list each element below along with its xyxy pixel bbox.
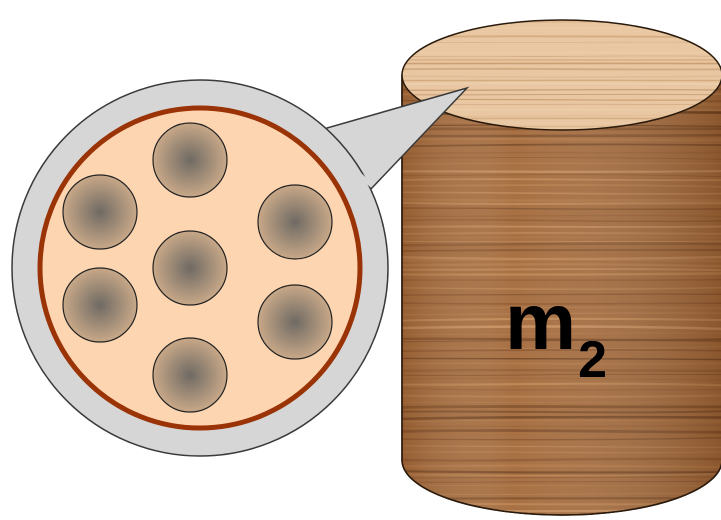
fiber-6 [258, 285, 332, 359]
fiber-7 [153, 338, 227, 412]
fiber-3 [258, 185, 332, 259]
fiber-2 [63, 175, 137, 249]
fiber-4 [153, 231, 227, 305]
fiber-1 [153, 123, 227, 197]
mass-subscript: 2 [578, 331, 607, 389]
cross-section [40, 108, 360, 428]
mass-label: m2 [505, 282, 607, 362]
mass-symbol: m [505, 277, 576, 366]
fiber-5 [63, 268, 137, 342]
